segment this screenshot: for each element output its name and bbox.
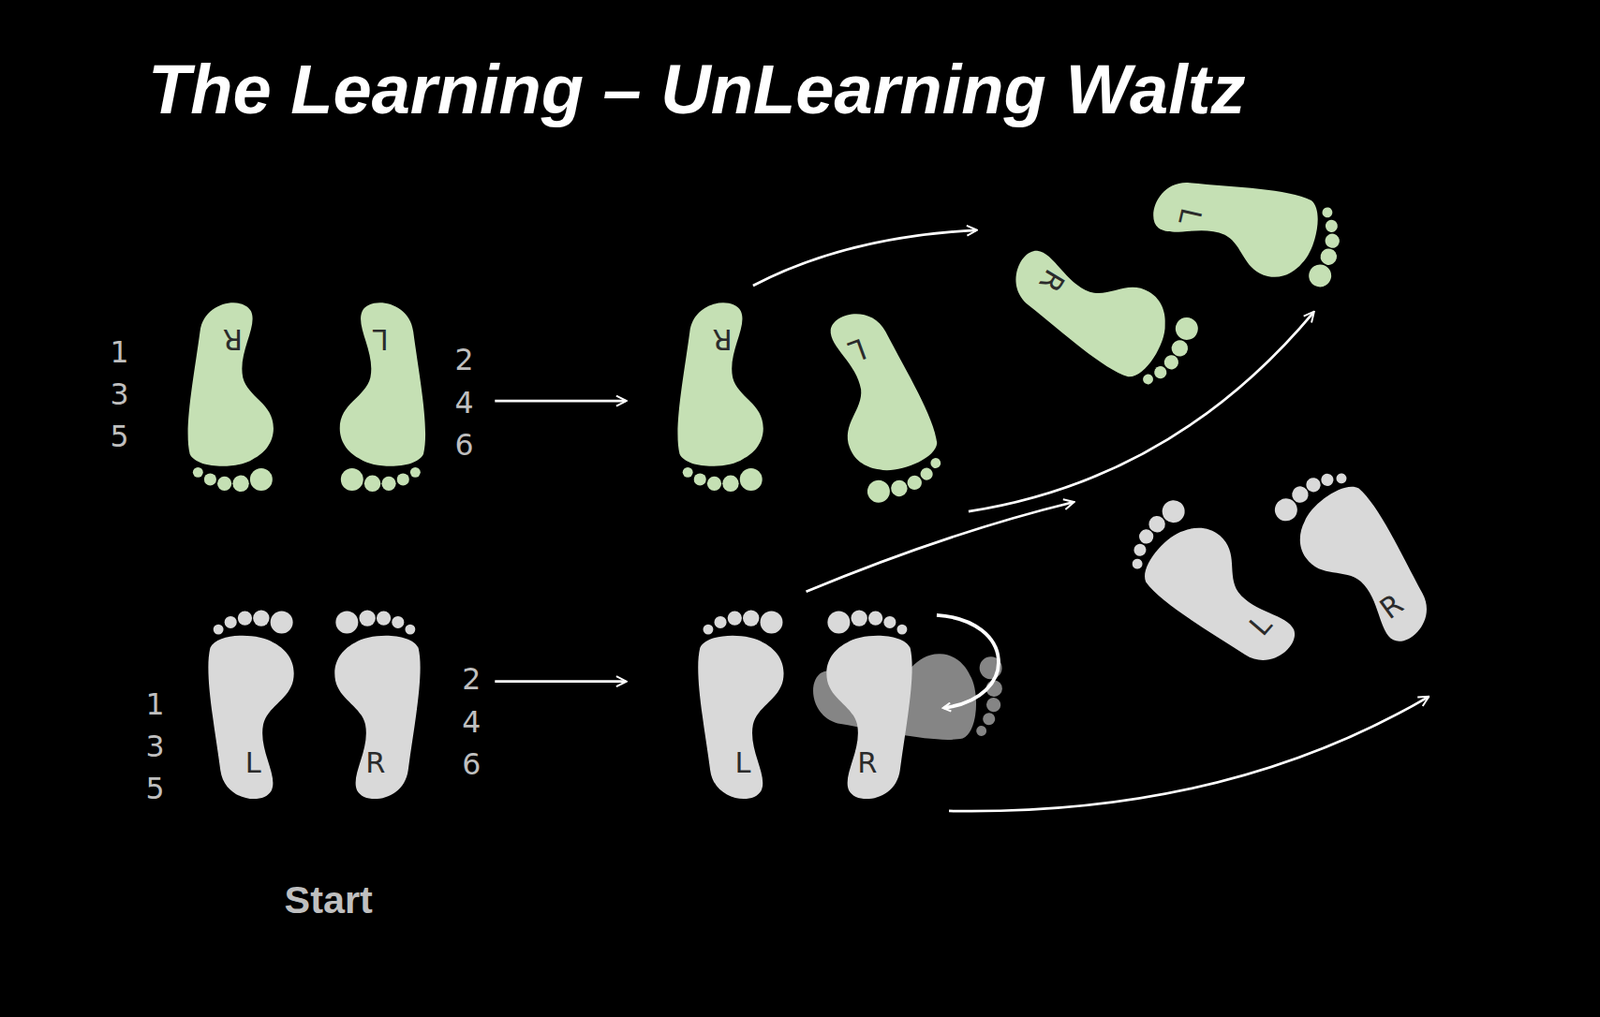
footprint: R xyxy=(815,602,919,807)
count-number: 2 xyxy=(461,663,481,697)
count-number: 1 xyxy=(109,335,129,369)
footprint-shape xyxy=(794,291,961,519)
count-number: 4 xyxy=(455,386,475,420)
foot-letter: R xyxy=(181,320,284,357)
step-arrow xyxy=(753,230,977,286)
foot-letter: L xyxy=(692,744,795,782)
count-number: 4 xyxy=(461,706,481,740)
title: The Learning – UnLearning Waltz xyxy=(148,48,1246,129)
step-arrow xyxy=(494,400,625,403)
footprint: L xyxy=(692,602,795,807)
step-arrow xyxy=(494,680,625,683)
count-number: 5 xyxy=(109,420,129,454)
foot-letter: R xyxy=(815,744,919,782)
count-number: 3 xyxy=(109,378,129,412)
step-arrow xyxy=(806,502,1074,593)
count-number: 6 xyxy=(461,747,481,781)
count-number: 1 xyxy=(146,687,165,721)
count-number: 2 xyxy=(455,343,475,377)
footprint: R xyxy=(671,296,774,501)
count-number: 6 xyxy=(455,429,475,462)
footprint: R xyxy=(988,214,1216,408)
count-number: 5 xyxy=(146,772,165,806)
footprint: R xyxy=(324,602,427,807)
turn-arrow xyxy=(936,615,999,709)
start-label: Start xyxy=(284,883,373,917)
count-number: 3 xyxy=(146,730,165,764)
footprint: L xyxy=(794,291,961,519)
footprint-shape xyxy=(988,214,1216,408)
footprint: L xyxy=(202,602,305,807)
foot-letter: L xyxy=(202,744,305,782)
foot-letter: L xyxy=(329,320,432,357)
footprint: L xyxy=(1136,157,1359,303)
foot-letter: R xyxy=(671,320,774,357)
footprint: R xyxy=(181,296,284,501)
footprint: L xyxy=(329,296,432,501)
foot-letter: R xyxy=(324,744,427,782)
step-arrow xyxy=(948,696,1428,812)
footprint-shape xyxy=(1136,157,1359,303)
